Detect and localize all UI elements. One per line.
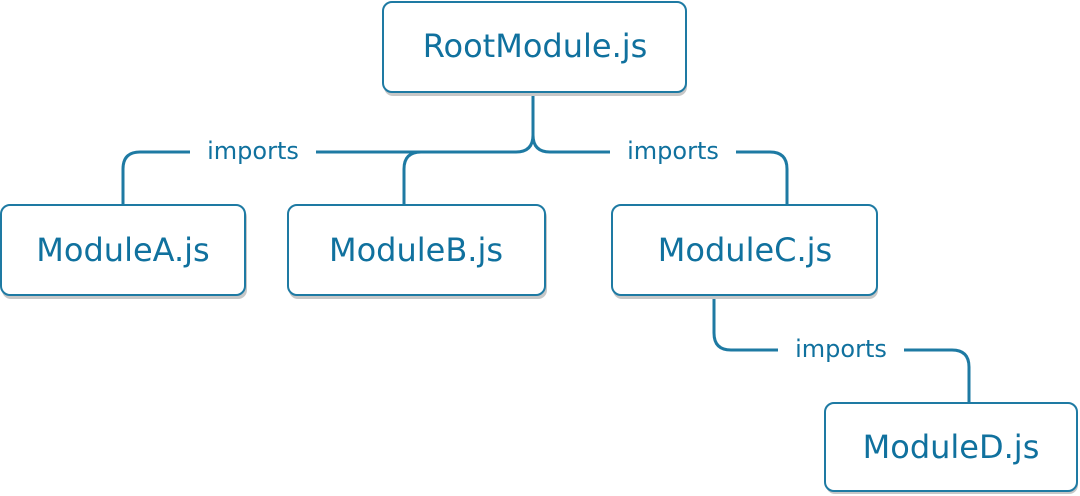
connector-root-to-module-a: [121, 91, 535, 207]
edge-label-background: [610, 136, 736, 168]
edge-label-c-to-d: imports: [795, 335, 887, 363]
node-module-a: ModuleA.js: [0, 204, 247, 299]
connector-root-to-module-b: [402, 150, 423, 207]
node-box: [287, 204, 546, 296]
connector-root-to-module-c: [531, 133, 789, 207]
node-label-root-module: RootModule.js: [423, 27, 648, 65]
node-box: [0, 204, 246, 296]
node-box: [382, 1, 687, 93]
node-label-module-b: ModuleB.js: [329, 231, 503, 269]
node-label-module-d: ModuleD.js: [863, 428, 1040, 466]
edge-label-root-to-c: imports: [627, 137, 719, 165]
edge-label-root-to-a-b: imports: [207, 137, 299, 165]
node-module-b: ModuleB.js: [287, 204, 547, 299]
node-box: [611, 204, 878, 296]
node-root-module: RootModule.js: [382, 1, 687, 96]
edge-label-background: [190, 136, 316, 168]
node-label-module-a: ModuleA.js: [36, 231, 209, 269]
node-label-module-c: ModuleC.js: [658, 231, 832, 269]
node-box: [824, 402, 1078, 492]
edge-label-background: [778, 334, 904, 366]
node-module-c: ModuleC.js: [611, 204, 878, 299]
node-module-d: ModuleD.js: [824, 402, 1078, 494]
